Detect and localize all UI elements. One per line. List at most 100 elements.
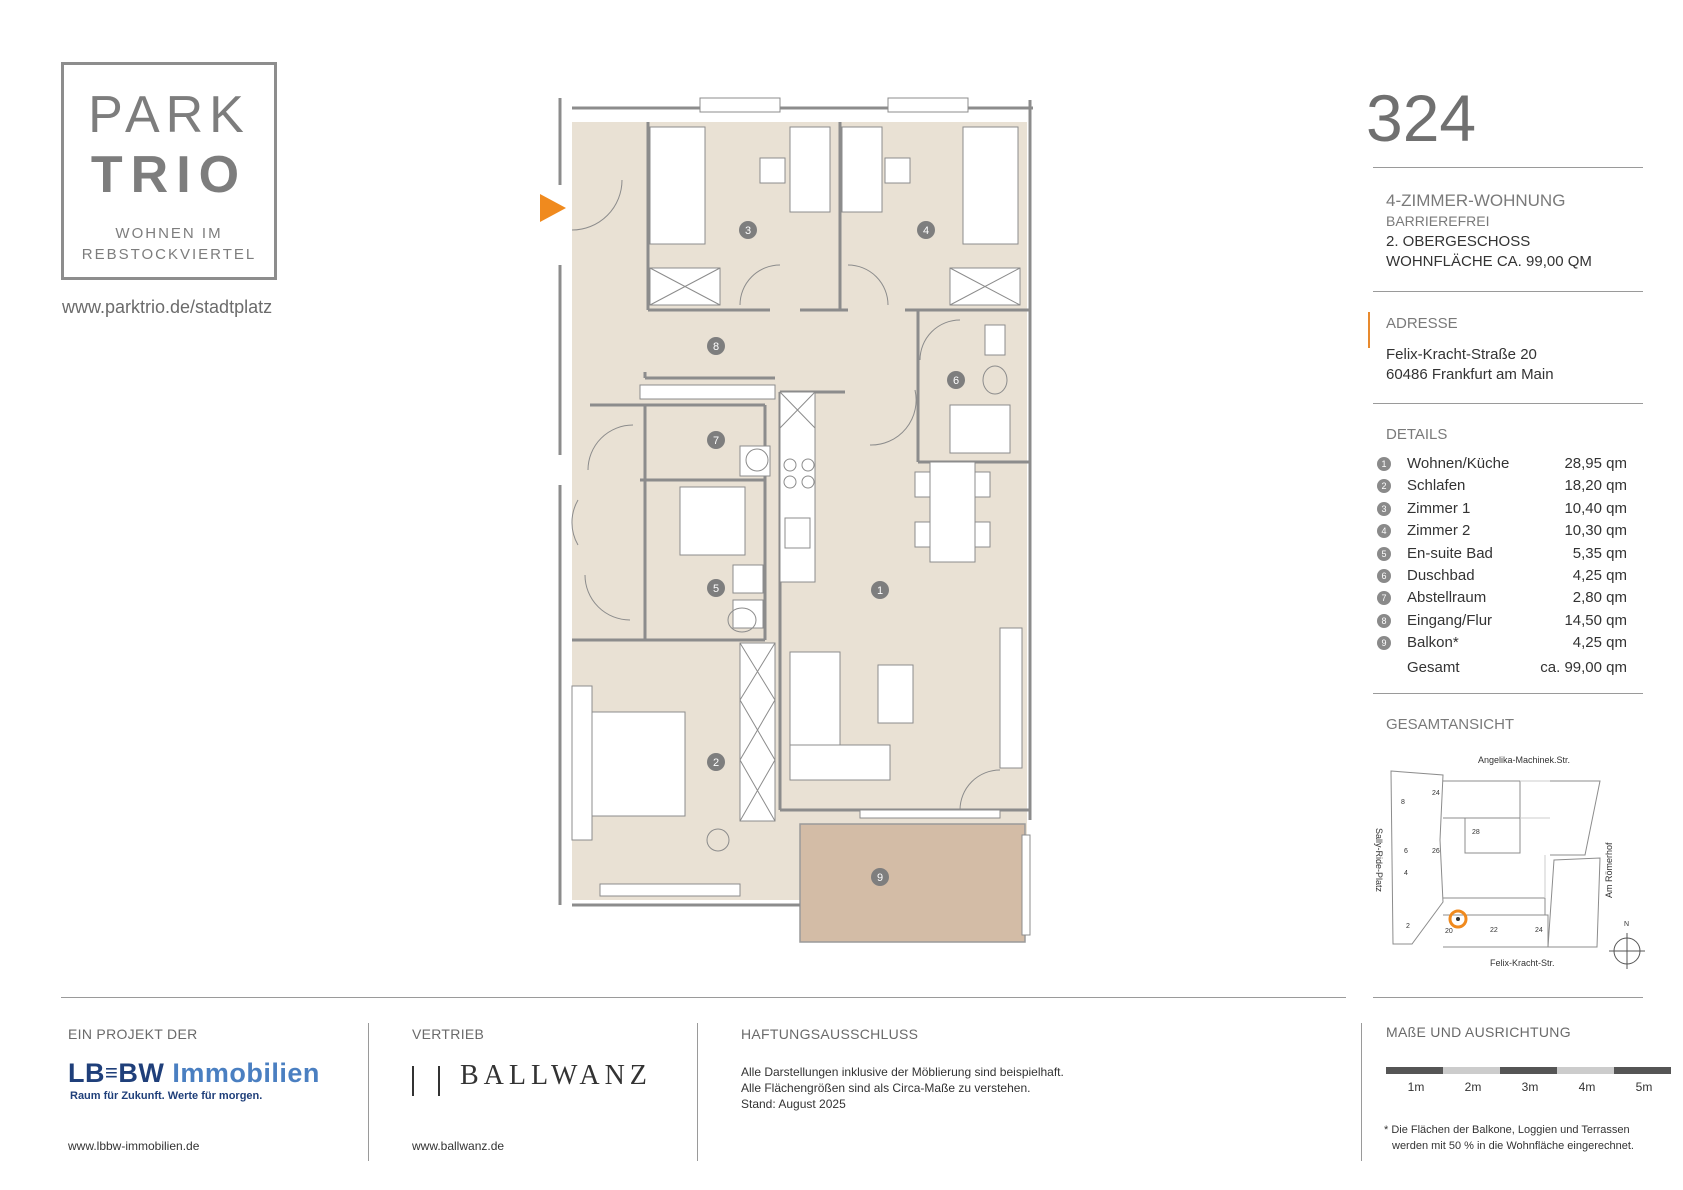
location-marker-icon: [1448, 909, 1468, 929]
room-name: Eingang/Flur: [1407, 611, 1493, 629]
svg-text:22: 22: [1490, 927, 1498, 934]
svg-text:2: 2: [1406, 923, 1410, 930]
scale-mark: 1m: [1407, 1080, 1425, 1094]
room-number-badge: 2: [1377, 479, 1391, 494]
details-row: 1 Wohnen/Küche 28,95 qm: [1377, 455, 1627, 475]
svg-text:4: 4: [1404, 870, 1408, 877]
svg-text:24: 24: [1535, 927, 1543, 934]
room-badge-5: 5: [707, 579, 725, 597]
project-label: EIN PROJEKT DER: [68, 1026, 198, 1042]
footnote-line-2: werden mit 50 % in die Wohnfläche einger…: [1392, 1140, 1634, 1152]
svg-text:8: 8: [713, 341, 719, 353]
divider: [1373, 167, 1643, 168]
park-trio-logo: PARK TRIO WOHNEN IM REBSTOCKVIERTEL: [61, 62, 277, 280]
svg-text:24: 24: [1432, 790, 1440, 797]
divider: [1373, 291, 1643, 292]
room-area: 4,25 qm: [1572, 567, 1627, 584]
details-row: 9 Balkon* 4,25 qm: [1377, 634, 1627, 654]
svg-text:8: 8: [1401, 799, 1405, 806]
scale-segment: [1614, 1067, 1671, 1074]
footer-divider: [61, 997, 1346, 998]
unit-area: WOHNFLÄCHE CA. 99,00 QM: [1386, 253, 1592, 270]
details-row: 3 Zimmer 1 10,40 qm: [1377, 500, 1627, 520]
svg-text:7: 7: [713, 435, 719, 447]
scale-segment: [1443, 1067, 1500, 1074]
website-link[interactable]: www.parktrio.de/stadtplatz: [62, 297, 273, 317]
svg-text:2: 2: [713, 757, 719, 769]
room-area: 4,25 qm: [1572, 634, 1627, 652]
svg-text:3: 3: [745, 225, 751, 237]
room-area: 10,40 qm: [1564, 499, 1627, 517]
unit-floor: 2. OBERGESCHOSS: [1386, 233, 1531, 250]
unit-number: 324: [1366, 81, 1477, 155]
room-area: 28,95 qm: [1564, 455, 1627, 472]
room-number-badge: 8: [1377, 613, 1391, 628]
floor-plan: 3 4 8 6 7 1 5 2 9: [540, 97, 1033, 943]
room-name: En-suite Bad: [1407, 544, 1493, 562]
room-badge-3: 3: [739, 221, 757, 239]
room-badge-4: 4: [917, 221, 935, 239]
room-badge-6: 6: [947, 371, 965, 389]
address-city: 60486 Frankfurt am Main: [1386, 366, 1554, 383]
room-name: Zimmer 1: [1407, 499, 1471, 517]
ballwanz-url[interactable]: www.ballwanz.de: [412, 1139, 505, 1153]
footer-separator: [368, 1023, 369, 1161]
scale-segment: [1557, 1067, 1614, 1074]
scale-mark: 3m: [1521, 1080, 1539, 1094]
svg-text:9: 9: [877, 872, 883, 884]
logo-subtitle-2: REBSTOCKVIERTEL: [81, 246, 257, 263]
scale-segment: [1500, 1067, 1557, 1074]
unit-type: 4-ZIMMER-WOHNUNG: [1386, 191, 1566, 210]
plan-crosses: [649, 267, 1021, 822]
room-number-badge: 9: [1377, 636, 1391, 651]
lbbw-url[interactable]: www.lbbw-immobilien.de: [68, 1139, 200, 1153]
room-badge-2: 2: [707, 753, 725, 771]
divider: [1373, 693, 1643, 694]
logo-subtitle-1: WOHNEN IM: [115, 225, 223, 242]
room-name: Duschbad: [1407, 567, 1475, 584]
details-total-value: ca. 99,00 qm: [1540, 659, 1627, 676]
room-number-badge: 4: [1377, 524, 1391, 539]
logo-word-park: PARK: [88, 86, 250, 144]
room-badge-1: 1: [871, 581, 889, 599]
footnote-line-1: * Die Flächen der Balkone, Loggien und T…: [1384, 1124, 1630, 1136]
details-row: 6 Duschbad 4,25 qm: [1377, 567, 1627, 587]
north-arrow-icon: [1609, 933, 1645, 969]
lbbw-immobilien-logo: LB≡BW Immobilien: [68, 1058, 320, 1088]
details-label: DETAILS: [1386, 426, 1448, 443]
room-name: Balkon*: [1407, 634, 1459, 652]
room-number-badge: 7: [1377, 591, 1391, 606]
room-area: 2,80 qm: [1572, 589, 1627, 607]
svg-text:26: 26: [1432, 848, 1440, 855]
room-area: 10,30 qm: [1564, 522, 1627, 540]
details-row: 7 Abstellraum 2,80 qm: [1377, 589, 1627, 609]
svg-text:28: 28: [1472, 829, 1480, 836]
entry-arrow-icon: [540, 194, 566, 222]
scale-mark: 5m: [1635, 1080, 1653, 1094]
unit-accessibility: BARRIEREFREI: [1386, 213, 1490, 229]
scale-mark: 4m: [1578, 1080, 1596, 1094]
room-number-badge: 5: [1377, 546, 1391, 561]
room-area: 14,50 qm: [1564, 611, 1627, 629]
room-number-badge: 3: [1377, 501, 1391, 516]
room-name: Abstellraum: [1407, 589, 1487, 607]
room-name: Schlafen: [1407, 477, 1466, 495]
room-number-badge: 1: [1377, 457, 1391, 471]
footer-separator: [697, 1023, 698, 1161]
overview-street-top: Angelika-Machinek.Str.: [1478, 755, 1570, 765]
footer-separator: [1361, 1023, 1362, 1161]
ballwanz-mark-icon: [412, 1066, 440, 1096]
room-number-badge: 6: [1377, 569, 1391, 583]
site-overview-map: Angelika-Machinek.Str. Felix-Kracht-Str.…: [1374, 755, 1645, 969]
room-name: Wohnen/Küche: [1407, 455, 1510, 472]
logo-word-trio: TRIO: [90, 146, 248, 204]
scale-segment: [1386, 1067, 1443, 1074]
svg-text:1: 1: [877, 585, 883, 597]
plan-appliances: [706, 365, 1008, 852]
room-area: 5,35 qm: [1572, 544, 1627, 562]
svg-text:6: 6: [953, 375, 959, 387]
disclaimer-line-2: Alle Flächengrößen sind als Circa-Maße z…: [741, 1081, 1031, 1095]
details-total-row: Gesamt ca. 99,00 qm: [1377, 659, 1627, 679]
disclaimer-line-3: Stand: August 2025: [741, 1097, 846, 1111]
